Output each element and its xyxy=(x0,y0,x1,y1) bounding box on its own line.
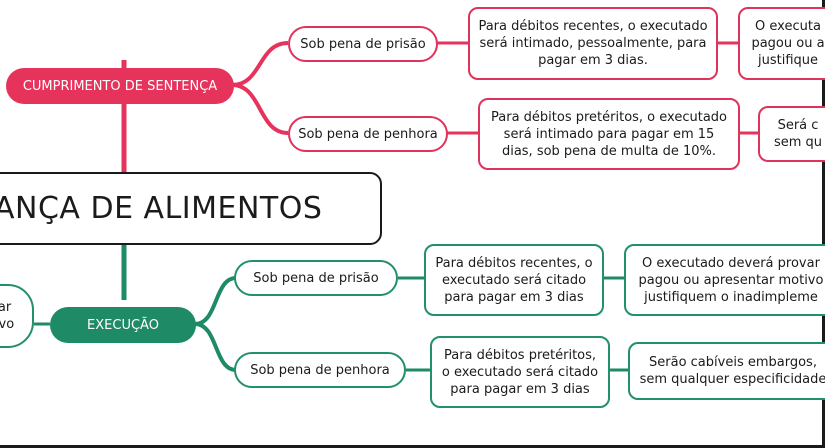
cumprimento-penhora-consequence: Será c sem qu xyxy=(758,106,825,162)
link-cumprimento-penhora xyxy=(231,83,289,135)
execucao-prisao-node: Sob pena de prisão xyxy=(234,260,398,296)
execucao-prisao-detail: Para débitos recentes, o executado será … xyxy=(424,244,604,316)
execucao-penhora-detail: Para débitos pretéritos, o executado ser… xyxy=(430,336,610,408)
cumprimento-prisao-consequence: O executa pagou ou a justifique xyxy=(738,7,825,80)
cumprimento-prisao-node: Sob pena de prisão xyxy=(288,26,438,62)
execucao-penhora-consequence: Serão cabíveis embargos, sem qualquer es… xyxy=(628,342,825,400)
link-execucao-penhora xyxy=(194,322,237,372)
execucao-prisao-consequence: O executado deverá provar pagou ou apres… xyxy=(624,244,825,316)
execucao-penhora-node: Sob pena de penhora xyxy=(234,352,406,388)
execucao-side-note: tar tivo xyxy=(0,284,34,348)
cumprimento-penhora-node: Sob pena de penhora xyxy=(288,116,448,152)
cumprimento-prisao-detail: Para débitos recentes, o executado será … xyxy=(468,7,718,80)
central-topic: ANÇA DE ALIMENTOS xyxy=(0,172,382,245)
execucao-node: EXECUÇÃO xyxy=(50,307,196,343)
link-cumprimento-prisao xyxy=(231,41,289,87)
cumprimento-de-sentenca-node: CUMPRIMENTO DE SENTENÇA xyxy=(6,68,234,104)
link-execucao-prisao xyxy=(194,276,237,326)
cumprimento-penhora-detail: Para débitos pretéritos, o executado ser… xyxy=(478,98,740,170)
